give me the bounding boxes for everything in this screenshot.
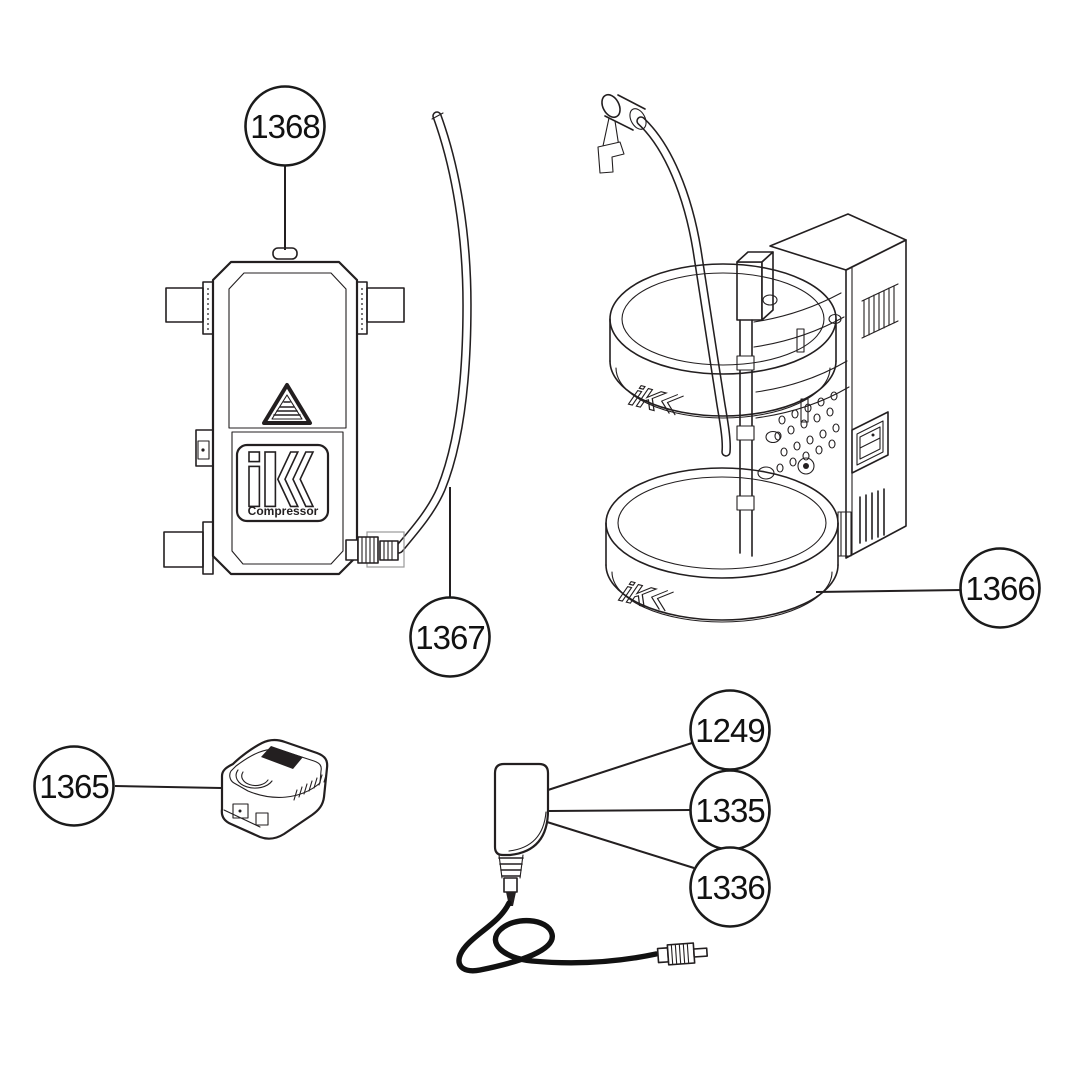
callout-1367[interactable]: 1367 xyxy=(409,596,491,678)
battery-pack xyxy=(220,738,329,840)
compressor-caption: Compressor xyxy=(248,504,319,518)
callout-circle[interactable] xyxy=(689,846,771,928)
air-hose xyxy=(394,111,472,554)
power-adapter xyxy=(456,762,709,974)
warning-triangle-icon xyxy=(262,383,312,425)
dc-plug xyxy=(656,942,709,966)
side-vents-icon xyxy=(859,488,885,544)
callout-1368[interactable]: 1368 xyxy=(244,85,326,167)
callout-number: 1365 xyxy=(39,768,108,805)
callout-1335[interactable]: 1335 xyxy=(689,769,771,851)
compressor-assembly: Compressor xyxy=(163,247,405,576)
motor-housing xyxy=(769,213,907,559)
leader-line xyxy=(548,809,691,812)
callout-1249[interactable]: 1249 xyxy=(689,689,771,771)
screw xyxy=(797,457,815,475)
perforated-plate xyxy=(774,391,840,473)
leader-line xyxy=(815,589,963,593)
adapter-body xyxy=(493,762,550,857)
power-cord xyxy=(456,900,659,974)
callout-circle[interactable] xyxy=(244,85,326,167)
callout-number: 1366 xyxy=(965,570,1034,607)
leader-line xyxy=(114,785,222,789)
battery-latch[interactable] xyxy=(232,803,249,819)
strain-relief xyxy=(498,854,524,906)
vent-grille-icon xyxy=(861,283,899,339)
mount-tab-top-right xyxy=(366,287,405,323)
callout-number: 1249 xyxy=(695,712,764,749)
callout-circle[interactable] xyxy=(33,745,115,827)
callout-1366[interactable]: 1366 xyxy=(959,547,1041,629)
mount-tab-bottom-left xyxy=(163,531,204,568)
callout-1336[interactable]: 1336 xyxy=(689,846,771,928)
callout-number: 1335 xyxy=(695,792,764,829)
callout-circle[interactable] xyxy=(959,547,1041,629)
leader-line xyxy=(546,821,695,869)
callout-number: 1336 xyxy=(695,869,764,906)
leader-lines xyxy=(114,166,963,869)
upper-band-logo: iK xyxy=(625,381,668,418)
leader-line xyxy=(547,742,693,791)
callout-number: 1368 xyxy=(250,108,319,145)
mount-tab-top-left xyxy=(165,287,204,323)
hose-connector xyxy=(345,536,399,564)
callout-circle[interactable] xyxy=(409,596,491,678)
battery-grip xyxy=(261,746,303,769)
lower-band: iK xyxy=(605,467,839,623)
callout-1365[interactable]: 1365 xyxy=(33,745,115,827)
power-switch[interactable] xyxy=(851,411,889,474)
hose-chuck xyxy=(597,93,647,174)
brand-plate: Compressor xyxy=(235,443,330,523)
hose-end-cap xyxy=(431,112,444,120)
callout-number: 1367 xyxy=(415,619,484,656)
holder-assembly: iK iK xyxy=(597,93,907,623)
battery-vents-icon xyxy=(293,771,328,801)
